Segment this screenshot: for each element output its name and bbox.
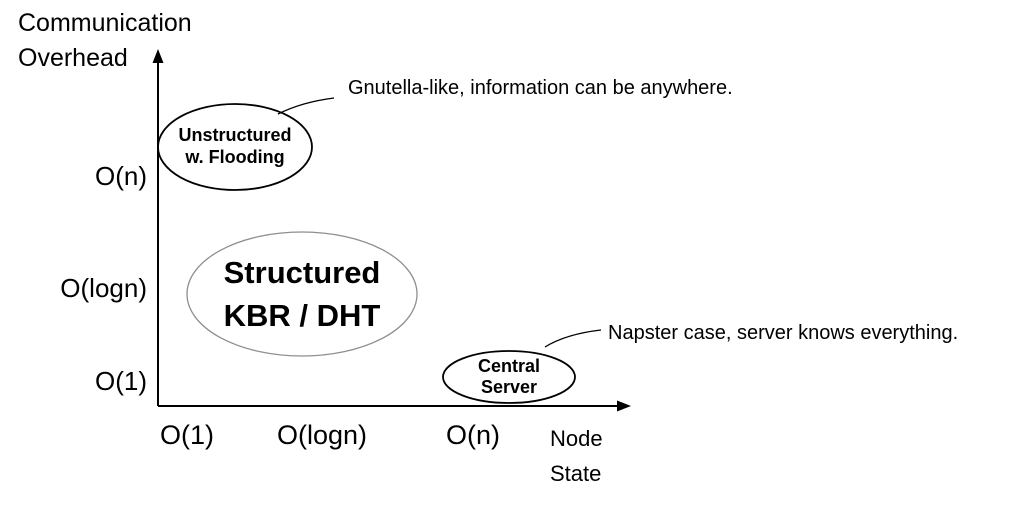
- central-server-label-line2: Server: [480, 377, 538, 397]
- y-axis-title-line2: Overhead: [18, 44, 128, 72]
- structured-kbr-dht-ellipse: [186, 231, 418, 357]
- x-axis-arrowhead-icon: [617, 400, 631, 412]
- x-axis-title-line2: State: [550, 461, 602, 486]
- structured-kbr-dht-label-line2: KBR / DHT: [223, 298, 381, 333]
- x-axis-tick-label: O(n): [446, 420, 500, 450]
- y-axis-arrowhead-icon: [152, 49, 164, 63]
- napster-annotation-leader-line: [544, 329, 602, 348]
- unstructured-flooding-label-line1: Unstructured: [178, 125, 292, 145]
- x-axis-tick-label: O(logn): [276, 420, 368, 450]
- central-server-ellipse: [442, 350, 576, 404]
- unstructured-flooding-label-line2: w. Flooding: [185, 147, 285, 167]
- gnutella-annotation: Gnutella-like, information can be anywhe…: [348, 77, 733, 99]
- y-axis-tick-label: O(1): [95, 366, 147, 396]
- napster-annotation: Napster case, server knows everything.: [608, 322, 959, 344]
- unstructured-flooding-ellipse: [157, 103, 313, 191]
- gnutella-annotation-leader-line: [277, 97, 335, 115]
- y-axis-tick-label: O(n): [95, 161, 147, 191]
- x-axis-tick-label: O(1): [160, 420, 214, 450]
- unstructured-flooding-label: Unstructured w. Flooding: [135, 124, 335, 168]
- x-axis-title-line1: Node: [550, 426, 603, 451]
- y-axis-tick-label: O(logn): [60, 273, 147, 303]
- y-axis-title: Communication Overhead: [18, 6, 192, 76]
- central-server-label-line1: Central: [477, 356, 540, 376]
- structured-kbr-dht-label: Structured KBR / DHT: [162, 251, 442, 337]
- x-axis-title: Node State: [550, 421, 603, 491]
- central-server-label: Central Server: [429, 356, 589, 398]
- y-axis-title-line1: Communication: [18, 9, 192, 37]
- structured-kbr-dht-label-line1: Structured: [223, 255, 381, 290]
